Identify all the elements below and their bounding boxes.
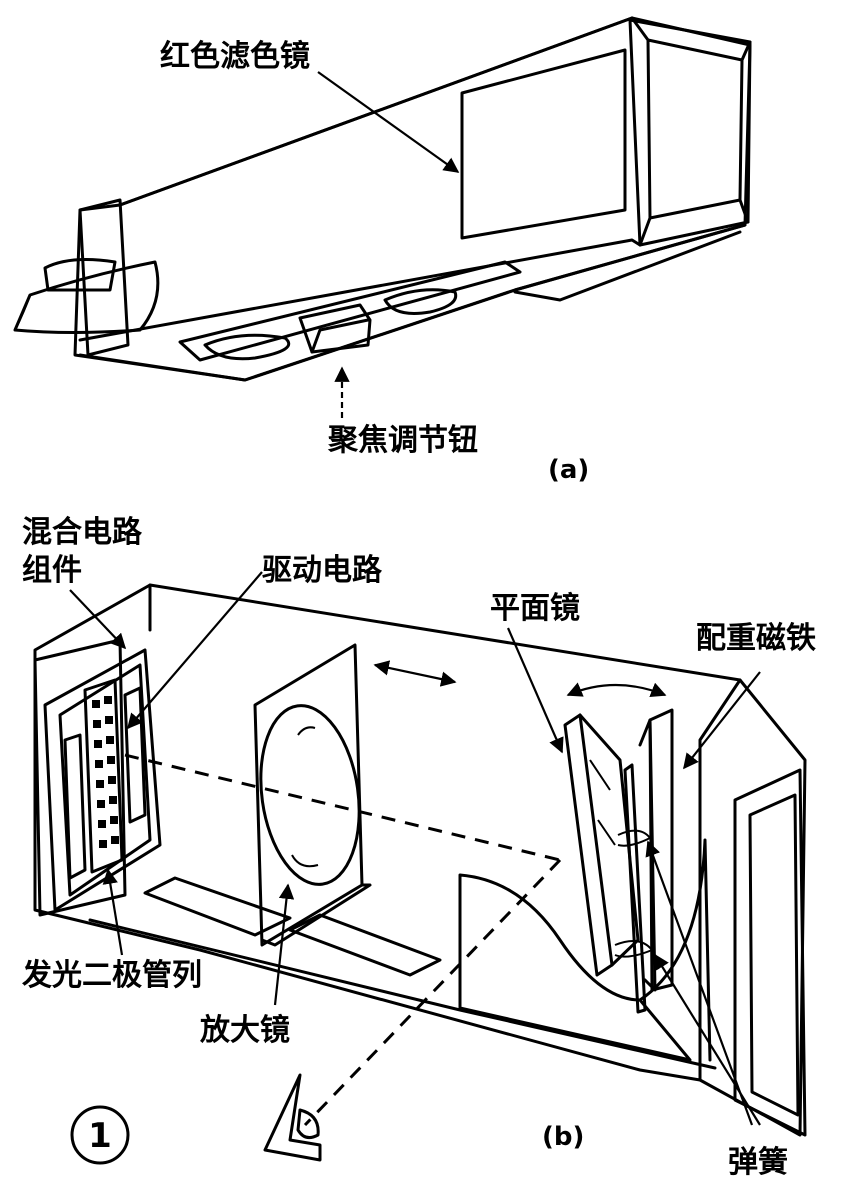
drive-circuit-arrow: [126, 571, 263, 730]
led: [104, 696, 112, 704]
label-red-filter: 红色滤色镜: [160, 39, 310, 74]
red-filter-arrow: [317, 71, 460, 173]
mirror-swing-arrow: [566, 682, 667, 698]
led: [95, 760, 103, 768]
label-plane-mirror: 平面镜: [490, 591, 580, 626]
led: [98, 820, 106, 828]
magnifier-motion-arrow: [373, 660, 457, 687]
optical-path: [124, 753, 561, 862]
led-array: [83, 678, 124, 874]
label-hybrid-circuit-1: 混合电路: [22, 515, 143, 550]
spring-arrow-1: [645, 840, 754, 1126]
plane-mirror-arrow: [506, 627, 564, 754]
focus-knob: [298, 303, 372, 354]
magnifier-panel: [253, 643, 372, 947]
led: [107, 756, 115, 764]
spring-arrow-2: [654, 953, 761, 1126]
led: [108, 776, 116, 784]
cutaway-shadow: [458, 873, 692, 1062]
caption-a: (a): [548, 455, 589, 485]
label-hybrid-circuit-2: 组件: [22, 553, 82, 588]
led: [109, 796, 117, 804]
led: [111, 836, 119, 844]
led: [106, 736, 114, 744]
label-spring: 弹簧: [728, 1145, 788, 1180]
led: [93, 720, 101, 728]
eye-icon: [263, 1073, 322, 1162]
led: [96, 780, 104, 788]
mirror-assembly: [563, 708, 674, 1014]
hybrid-circuit-board: [33, 638, 162, 917]
magnifier-arrow: [273, 883, 295, 1006]
led: [92, 700, 100, 708]
counterweight-magnet: [648, 708, 674, 992]
label-led-array: 发光二极管列: [21, 958, 202, 993]
led: [99, 840, 107, 848]
panel-a-device: [13, 16, 752, 382]
label-counterweight-magnet: 配重磁铁: [696, 621, 816, 656]
spring-coil: [614, 940, 654, 958]
label-drive-circuit: 驱动电路: [262, 553, 383, 588]
led: [97, 800, 105, 808]
red-filter-window: [460, 48, 627, 240]
led: [94, 740, 102, 748]
figure-number-badge: 1: [70, 1105, 130, 1165]
led: [105, 716, 113, 724]
label-magnifier: 放大镜: [199, 1013, 290, 1048]
led: [110, 816, 118, 824]
plane-mirror: [563, 713, 614, 977]
led-array-arrow: [102, 868, 124, 956]
counterweight-magnet-arrow: [683, 671, 761, 770]
optical-path-eye: [303, 858, 562, 1127]
label-focus-knob: 聚焦调节钮: [327, 423, 478, 458]
spring-coil: [617, 829, 652, 847]
panel-b-housing: [33, 583, 807, 1137]
svg-text:1: 1: [88, 1116, 112, 1156]
magnifier-lens: [259, 704, 361, 886]
caption-b: (b): [542, 1122, 584, 1152]
hybrid-circuit-arrow: [69, 589, 127, 650]
